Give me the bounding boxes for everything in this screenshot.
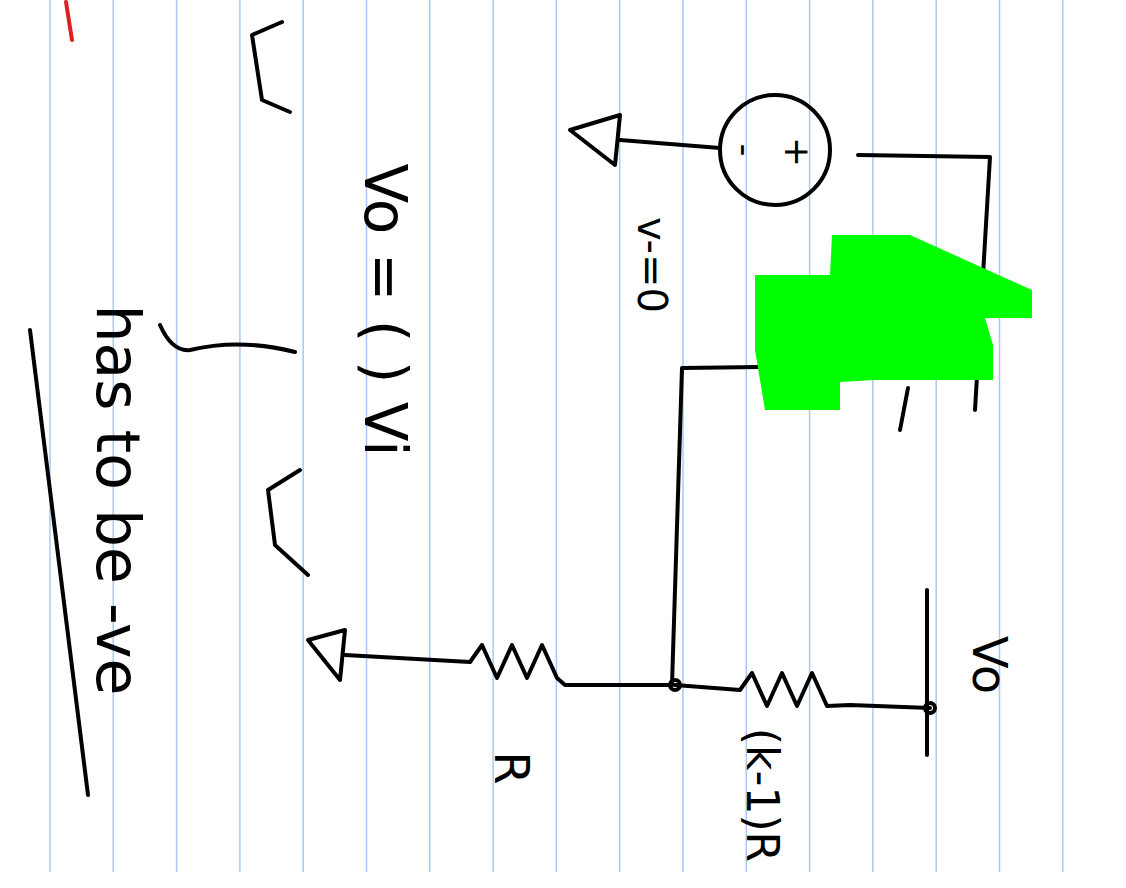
node-voltage-label: v-=0: [632, 217, 672, 313]
ruled-line: [302, 0, 304, 872]
ruled-line: [49, 0, 51, 872]
polarity-sign: -: [727, 144, 763, 157]
brace: [160, 325, 295, 352]
redaction-blob: [755, 235, 1032, 410]
signal-name: Vo: [966, 636, 1014, 694]
bracket: [268, 470, 308, 575]
source-symbol: [720, 95, 830, 205]
wire: [620, 140, 720, 148]
wire: [900, 388, 908, 430]
ruled-line: [239, 0, 241, 872]
output-terminal: [925, 590, 929, 755]
polarity-sign: +: [779, 137, 815, 167]
underline: [30, 330, 88, 795]
red-mark: [66, 2, 72, 40]
ruled-line: [999, 0, 1001, 872]
bracket: [252, 22, 290, 112]
ruled-line: [682, 0, 684, 872]
junction-dot: [670, 680, 680, 690]
ruled-line: [872, 0, 874, 872]
ruled-line: [809, 0, 811, 872]
ruled-line: [556, 0, 558, 872]
ruled-line: [1062, 0, 1064, 872]
ruled-line: [492, 0, 494, 872]
junction-dot: [925, 703, 935, 713]
ruled-line: [176, 0, 178, 872]
resistor-label: (k-1)R: [740, 728, 784, 862]
resistor-symbol: [345, 645, 672, 685]
equation-text: Vo = ( ) Vi: [356, 164, 414, 457]
ruled-line: [429, 0, 431, 872]
ground-symbol: [570, 115, 620, 165]
resistor-label: R: [488, 751, 536, 784]
ruled-line: [935, 0, 937, 872]
wire: [672, 367, 760, 685]
resistor-symbol: [675, 673, 930, 708]
note-text: has to be -ve: [88, 305, 148, 696]
ruled-lines: [50, 0, 1063, 872]
ground-symbol: [308, 630, 345, 680]
